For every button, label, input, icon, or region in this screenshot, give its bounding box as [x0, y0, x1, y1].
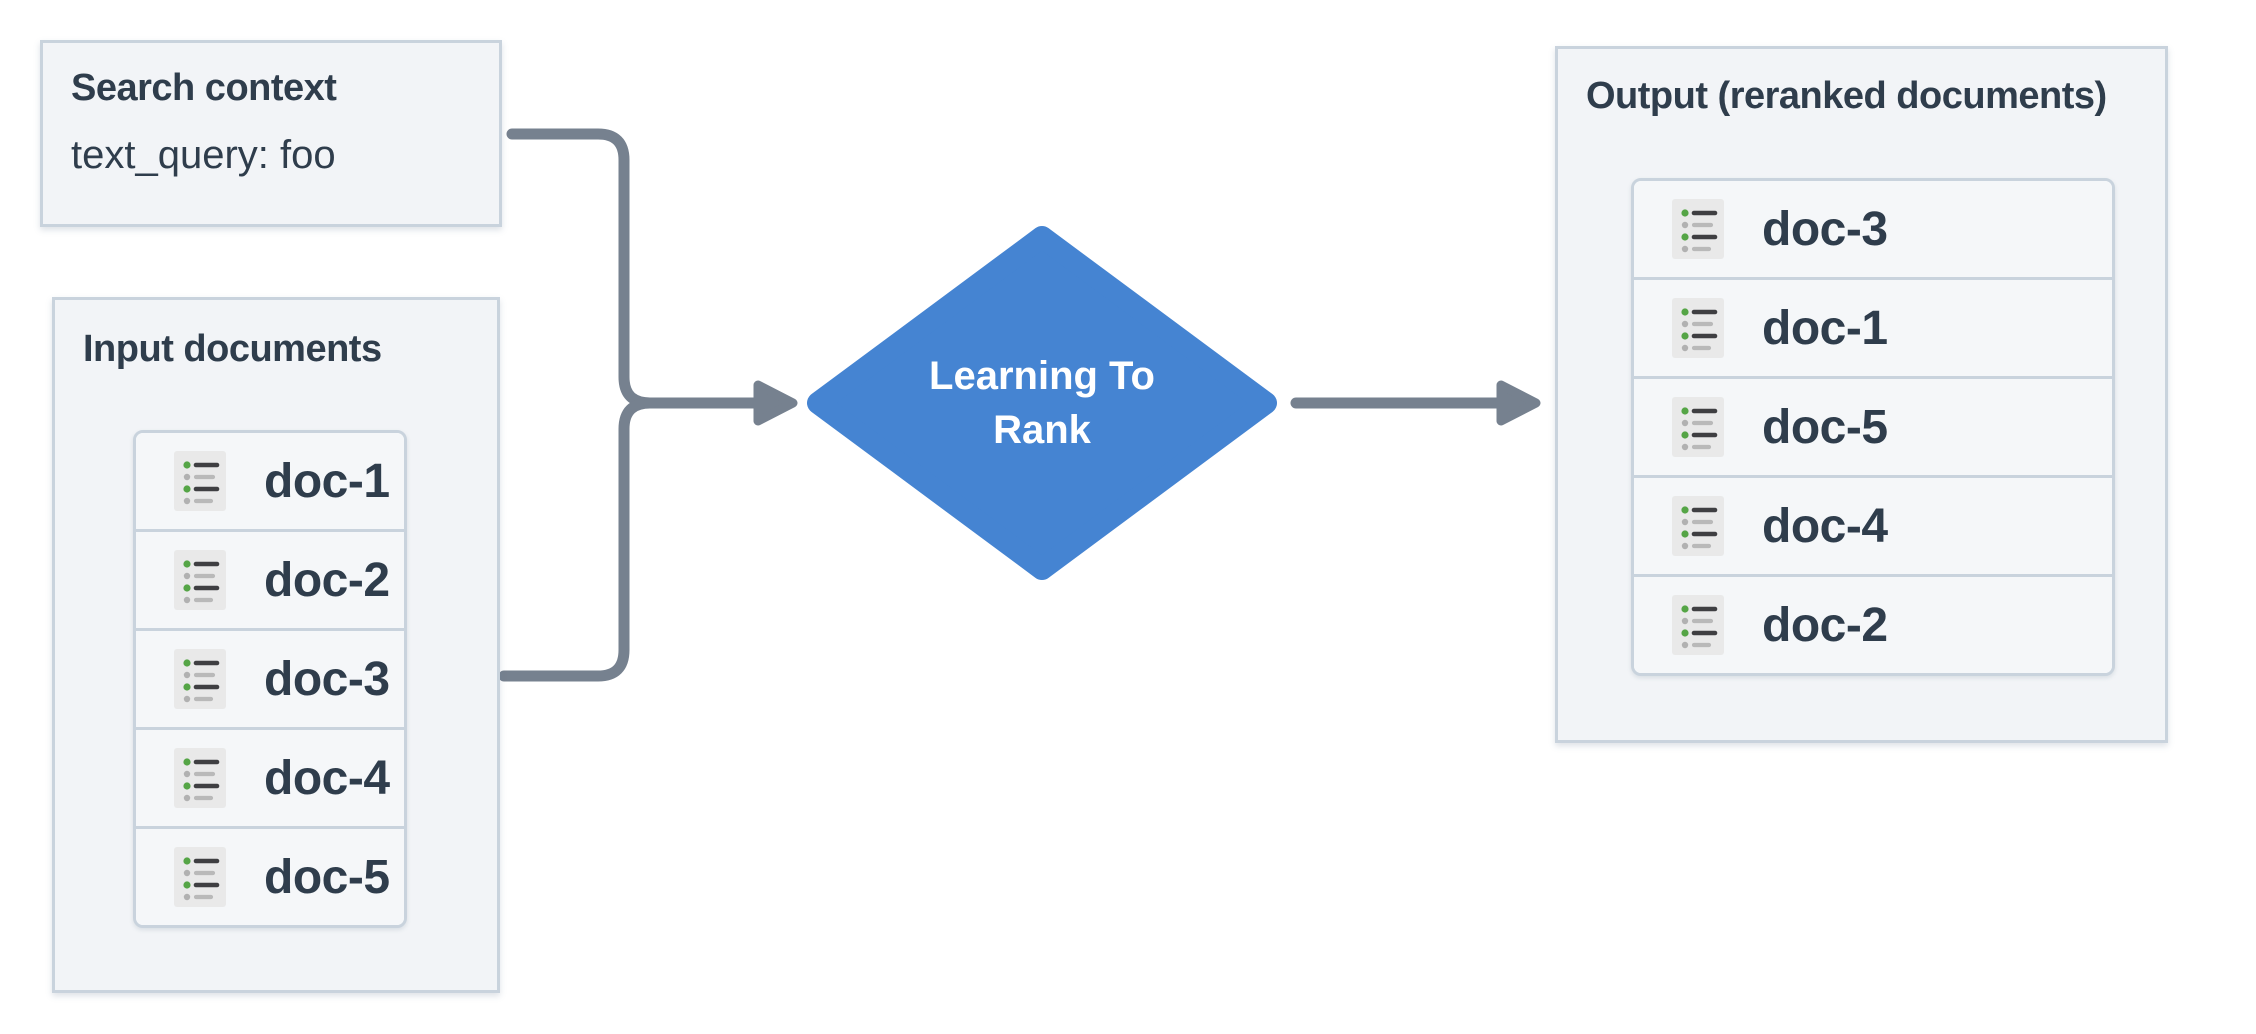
document-list-icon	[174, 451, 226, 511]
document-list-icon	[174, 649, 226, 709]
arrowhead-into-ltr-icon	[753, 380, 798, 426]
document-list-icon	[174, 748, 226, 808]
document-label: doc-3	[1762, 202, 1888, 256]
document-list-icon	[174, 847, 226, 907]
document-label: doc-5	[264, 850, 390, 904]
document-label: doc-1	[1762, 301, 1888, 355]
output-documents-panel: Output (reranked documents)	[1555, 46, 2168, 743]
document-label: doc-4	[264, 751, 390, 805]
learning-to-rank-node: Learning To Rank	[807, 226, 1277, 580]
document-label: doc-1	[264, 454, 390, 508]
search-context-panel: Search context text_query: foo	[40, 40, 502, 227]
ltr-label-line2: Rank	[993, 408, 1091, 452]
document-list-icon	[1672, 496, 1724, 556]
document-label: doc-4	[1762, 499, 1888, 553]
document-row: doc-4	[136, 730, 404, 829]
document-list-icon	[1672, 397, 1724, 457]
connector-input-to-ltr	[498, 397, 656, 682]
document-row: doc-1	[136, 433, 404, 532]
document-label: doc-2	[264, 553, 390, 607]
ltr-label-line1: Learning To	[929, 354, 1155, 398]
document-row: doc-2	[1634, 577, 2112, 673]
document-list-icon	[1672, 595, 1724, 655]
document-list-icon	[174, 550, 226, 610]
document-row: doc-4	[1634, 478, 2112, 577]
document-label: doc-5	[1762, 400, 1888, 454]
document-row: doc-5	[136, 829, 404, 925]
input-documents-panel: Input documents	[52, 297, 500, 993]
input-documents-title: Input documents	[83, 328, 382, 370]
output-documents-list: doc-3	[1631, 178, 2115, 676]
learning-to-rank-label: Learning To Rank	[807, 226, 1277, 580]
document-list-icon	[1672, 199, 1724, 259]
document-label: doc-2	[1762, 598, 1888, 652]
search-context-query: text_query: foo	[71, 132, 336, 177]
input-documents-list: doc-1	[133, 430, 407, 928]
document-list-icon	[1672, 298, 1724, 358]
document-row: doc-5	[1634, 379, 2112, 478]
document-row: doc-1	[1634, 280, 2112, 379]
document-row: doc-3	[1634, 181, 2112, 280]
connector-search-to-ltr	[506, 128, 656, 409]
output-documents-title: Output (reranked documents)	[1586, 75, 2107, 117]
diamond-shape	[807, 226, 1277, 580]
document-row: doc-2	[136, 532, 404, 631]
document-label: doc-3	[264, 652, 390, 706]
arrowhead-into-output-icon	[1496, 380, 1541, 426]
document-row: doc-3	[136, 631, 404, 730]
search-context-title: Search context	[71, 67, 337, 109]
